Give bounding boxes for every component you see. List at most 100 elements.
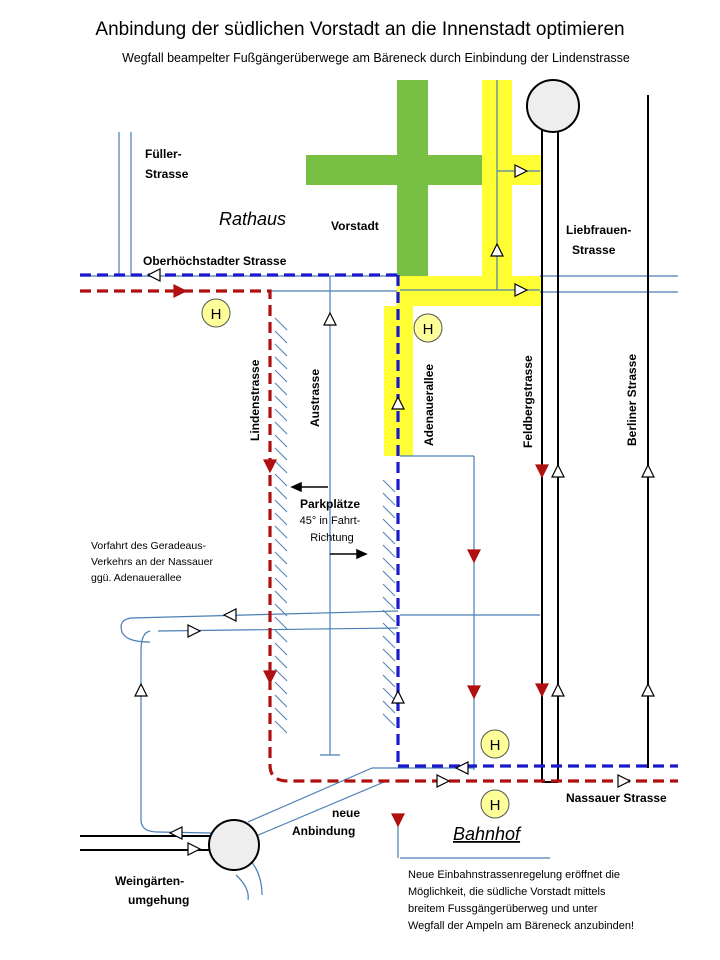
parking-hatch [382,596,396,610]
vorfahrt-note-2: Verkehrs an der Nassauer [91,556,213,568]
parking-hatches [274,317,396,734]
parking-hatch [382,609,396,623]
red-route [80,289,678,783]
label-fueller-1: Füller- [145,147,182,161]
parking-hatch [274,395,288,409]
parking-hatch [382,674,396,688]
label-nassauer: Nassauer Strasse [566,791,667,805]
roundabout-north [526,79,580,133]
parking-hatch [274,603,288,617]
parking-hatch [274,369,288,383]
parking-hatch [274,590,288,604]
parking-hatch [274,577,288,591]
thin-streets [80,80,678,901]
parking-hatch [274,473,288,487]
vorfahrt-note-1: Vorfahrt des Geradeaus- [91,540,206,552]
svg-text:H: H [490,737,501,754]
parking-hatch [382,687,396,701]
parking-hatch [274,564,288,578]
bus-stop: H [480,789,510,819]
parking-hatch [382,583,396,597]
parking-hatch [274,629,288,643]
label-vorstadt: Vorstadt [331,219,379,233]
parking-hatch [274,343,288,357]
label-fueller-2: Strasse [145,167,189,181]
label-liebfrauen-1: Liebfrauen- [566,223,631,237]
label-feldberg: Feldbergstrasse [521,355,535,448]
svg-text:H: H [490,797,501,814]
bottom-note-1: Neue Einbahnstrassenregelung eröffnet di… [408,869,620,881]
label-berliner: Berliner Strasse [625,354,639,446]
label-liebfrauen-2: Strasse [572,243,616,257]
parking-hatch [382,557,396,571]
parking-hatch [274,707,288,721]
parking-hatch [382,713,396,727]
black-streets [80,95,649,851]
label-weingaerten-1: Weingärten- [115,874,184,888]
subtitle: Wegfall beampelter Fußgängerüberwege am … [122,51,630,65]
parking-hatch [382,700,396,714]
place-rathaus: Rathaus [219,209,286,229]
bus-stop: H [413,313,443,343]
parking-hatch [274,538,288,552]
parking-hatch [274,317,288,331]
parking-hatch [274,356,288,370]
parking-hatch [274,382,288,396]
parking-hatch [382,661,396,675]
bottom-note-3: breitem Fussgängerüberweg und unter [408,903,598,915]
parking-hatch [274,642,288,656]
parking-hatch [382,622,396,636]
bottom-note-2: Möglichkeit, die südliche Vorstadt mitte… [408,886,606,898]
parking-line-2: 45° in Fahrt- [300,515,361,527]
parking-hatch [274,499,288,513]
parking-hatch [382,492,396,506]
parking-hatch [382,518,396,532]
bus-stop: H [201,298,231,328]
direction-arrows [134,164,655,856]
svg-text:H: H [423,321,434,338]
parking-line-3: Richtung [310,532,353,544]
parking-hatch [274,616,288,630]
label-weingaerten-2: umgehung [128,893,189,907]
roundabout-south [208,819,260,871]
parking-hatch [274,720,288,734]
parking-hatch [382,570,396,584]
parking-hatch [274,434,288,448]
parking-hatch [382,531,396,545]
parking-hatch [274,655,288,669]
new-connection-1: neue [332,806,360,820]
parking-hatch [382,544,396,558]
blue-route [80,273,678,768]
label-adenauer: Adenauerallee [422,364,436,446]
svg-text:H: H [211,306,222,323]
title: Anbindung der südlichen Vorstadt an die … [95,19,624,40]
bus-stop: H [480,729,510,759]
parking-hatch [274,668,288,682]
parking-hatch [274,525,288,539]
parking-hatch [274,694,288,708]
bus-stops: H H H H [201,298,510,819]
parking-line-1: Parkplätze [300,497,360,511]
bottom-note-4: Wegfall der Ampeln am Bäreneck anzubinde… [408,920,634,932]
parking-hatch [382,648,396,662]
parking-hatch [382,635,396,649]
parking-hatch [382,505,396,519]
label-au: Austrasse [308,369,322,427]
parking-hatch [274,408,288,422]
green-zone [306,80,483,276]
parking-hatch [274,421,288,435]
parking-hatch [274,512,288,526]
parking-hatch [274,447,288,461]
parking-hatch [382,479,396,493]
new-connection-2: Anbindung [292,824,355,838]
parking-hatch [274,551,288,565]
vorfahrt-note-3: ggü. Adenauerallee [91,572,182,584]
parking-hatch [274,330,288,344]
label-linden: Lindenstrasse [248,359,262,441]
label-oberhoechstadter: Oberhöchstadter Strasse [143,254,287,268]
parking-arrows [290,481,368,560]
parking-hatch [274,460,288,474]
parking-hatch [274,681,288,695]
place-bahnhof: Bahnhof [453,824,522,844]
